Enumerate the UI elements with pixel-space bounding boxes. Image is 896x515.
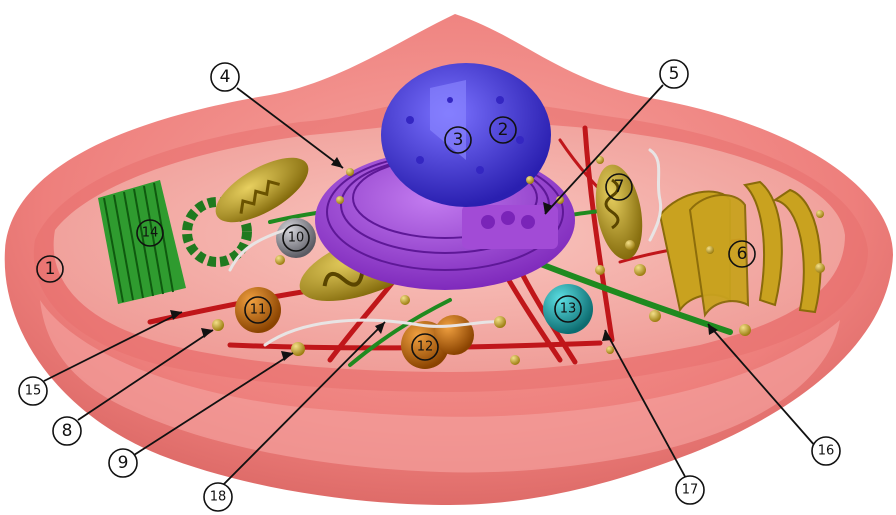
svg-text:16: 16 [818,444,835,459]
svg-text:3: 3 [453,130,464,150]
svg-text:1: 1 [45,259,56,279]
svg-text:15: 15 [25,384,42,399]
svg-text:14: 14 [142,226,159,241]
svg-text:17: 17 [682,483,699,498]
svg-text:11: 11 [250,303,267,318]
svg-text:6: 6 [737,244,748,264]
svg-text:4: 4 [220,67,231,87]
label-15: 15 [19,377,47,405]
svg-text:10: 10 [288,231,305,246]
label-8: 8 [53,417,81,445]
svg-text:7: 7 [614,177,625,197]
label-5: 5 [660,60,688,88]
svg-text:9: 9 [118,453,129,473]
label-18: 18 [204,483,232,511]
label-9: 9 [109,449,137,477]
svg-text:8: 8 [62,421,73,441]
label-16: 16 [812,437,840,465]
svg-text:2: 2 [498,120,509,140]
label-17: 17 [676,476,704,504]
label-4: 4 [211,63,239,91]
svg-text:13: 13 [560,302,577,317]
svg-text:18: 18 [210,490,227,505]
svg-text:5: 5 [669,64,680,84]
nucleus [381,63,551,207]
svg-text:12: 12 [417,340,434,355]
